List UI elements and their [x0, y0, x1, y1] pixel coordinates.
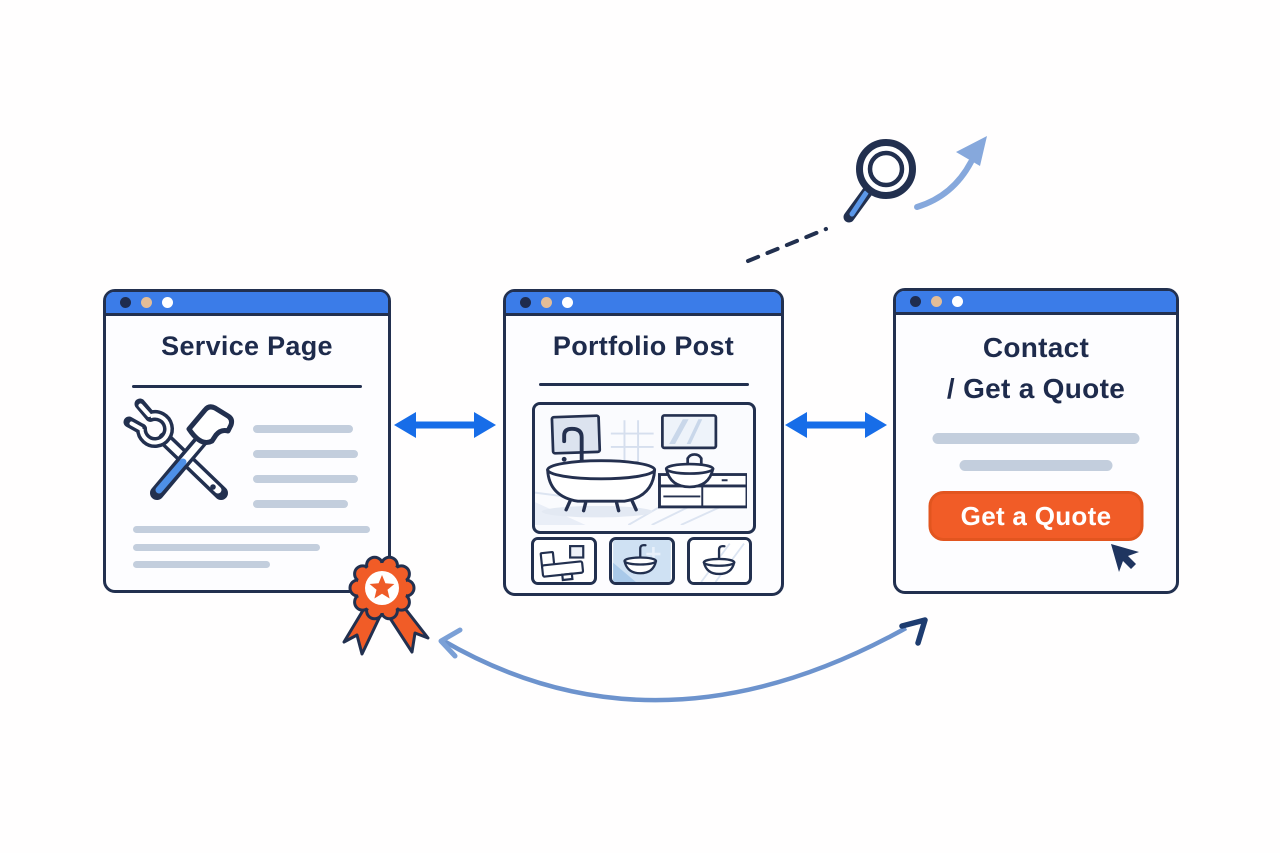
dashed-line — [746, 227, 828, 263]
contact-title-line2: / Get a Quote — [946, 373, 1126, 404]
curved-double-headed-arrow-icon — [438, 617, 928, 703]
text-line-skeleton — [253, 425, 353, 433]
window-dot-minimize — [141, 297, 152, 308]
window-dot-close — [520, 297, 531, 308]
portfolio-post-title: Portfolio Post — [552, 331, 735, 361]
window-titlebar — [896, 291, 1176, 315]
get-a-quote-button[interactable]: Get a Quote — [928, 491, 1144, 541]
window-dot-maximize — [562, 297, 573, 308]
window-titlebar — [506, 292, 781, 316]
contact-title-line1: Contact — [982, 332, 1090, 363]
rising-arrow-icon — [914, 136, 987, 210]
magnifying-glass-icon — [843, 139, 916, 223]
service-page-title: Service Page — [161, 331, 333, 361]
window-dot-maximize — [162, 297, 173, 308]
ribbon-badge-icon — [342, 555, 430, 656]
bathtub-thumbnail-icon — [535, 540, 593, 582]
sink-thumbnail-selected-icon — [613, 540, 671, 582]
star-icon — [369, 575, 395, 599]
window-titlebar — [106, 292, 388, 316]
sink-thumbnail-icon — [690, 540, 749, 582]
text-line-skeleton — [932, 433, 1140, 444]
rosette — [348, 555, 416, 621]
browser-window-portfolio: Portfolio Post — [503, 289, 784, 596]
text-line-skeleton — [253, 450, 358, 458]
text-line-skeleton — [133, 561, 270, 568]
title-underline — [538, 383, 749, 386]
window-dot-minimize — [541, 297, 552, 308]
portfolio-thumbnail-3[interactable] — [687, 537, 752, 585]
text-line-skeleton — [133, 526, 370, 533]
portfolio-thumbnail-1[interactable] — [531, 537, 597, 585]
window-dot-maximize — [952, 296, 963, 307]
contact-page-title: Contact / Get a Quote — [896, 327, 1176, 409]
portfolio-thumbnail-2-selected[interactable] — [609, 537, 675, 585]
search-growth-group — [746, 136, 987, 263]
browser-window-contact: Contact / Get a Quote Get a Quote — [893, 288, 1179, 594]
browser-window-service: Service Page — [103, 289, 391, 593]
title-underline — [132, 385, 362, 388]
portfolio-thumbnail-row — [531, 537, 752, 585]
text-line-skeleton — [133, 544, 320, 551]
text-line-skeleton — [253, 500, 348, 508]
wrench-hammer-icon — [123, 398, 235, 500]
portfolio-featured-image — [532, 402, 756, 534]
text-line-skeleton — [253, 475, 358, 483]
bathroom-renovation-illustration — [535, 405, 749, 526]
text-line-skeleton — [959, 460, 1113, 471]
double-headed-arrow-icon — [394, 412, 496, 438]
double-headed-arrow-icon — [785, 412, 887, 438]
mouse-cursor-icon — [1111, 544, 1139, 572]
window-dot-close — [120, 297, 131, 308]
window-dot-close — [910, 296, 921, 307]
window-dot-minimize — [931, 296, 942, 307]
